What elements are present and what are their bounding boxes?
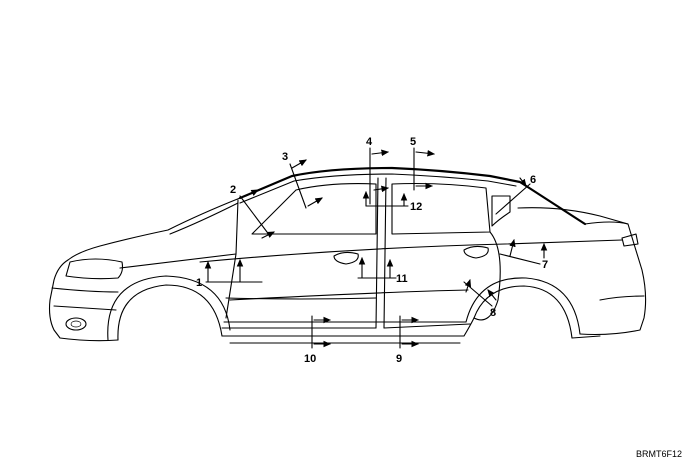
callout-label-8: 8 [490,307,496,319]
callout-9: 9 [396,315,420,365]
callout-label-3: 3 [282,151,288,163]
callout-11: 11 [357,256,408,285]
callout-label-5: 5 [410,136,416,148]
callout-label-2: 2 [230,184,236,196]
callout-1: 1 [196,258,263,289]
callout-8: 8 [463,278,497,319]
callout-7: 7 [499,238,548,271]
callout-label-10: 10 [304,353,316,365]
callout-label-1: 1 [196,277,202,289]
callout-3: 3 [282,151,323,209]
callout-5: 5 [410,136,436,191]
callout-label-4: 4 [366,136,373,148]
callout-6: 6 [495,174,536,215]
callout-12: 12 [362,190,422,213]
callout-label-11: 11 [396,273,408,285]
callout-label-12: 12 [410,201,422,213]
diagram-code: BRMT6F12 [636,449,682,459]
callout-10: 10 [304,315,332,365]
callout-2: 2 [230,184,275,239]
callout-label-9: 9 [396,353,402,365]
callout-label-6: 6 [530,174,536,186]
car-body [48,166,647,344]
callout-4: 4 [366,136,390,205]
callout-label-7: 7 [542,259,548,271]
